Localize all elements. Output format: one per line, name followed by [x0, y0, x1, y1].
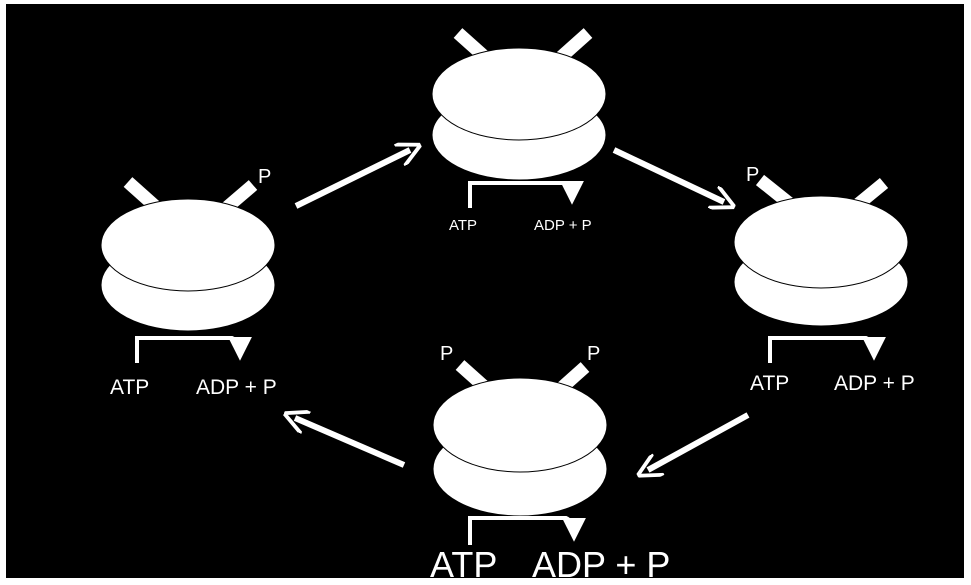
cycle-arrow-bottom-to-left	[295, 418, 406, 468]
reaction-arrow	[768, 336, 886, 363]
reaction-arrow	[135, 336, 252, 363]
atp-label: ATP	[750, 372, 789, 395]
atp-label: ATP	[430, 544, 497, 585]
products-label: ADP + P	[534, 217, 592, 234]
protein-state-left: P ATP ADP + P	[100, 166, 277, 399]
phosphate-label-left: P	[440, 343, 453, 365]
protein-state-right: P ATP ADP + P	[733, 164, 915, 395]
phosphate-label-right: P	[258, 166, 271, 188]
side-chain-right	[555, 28, 593, 63]
products-label: ADP + P	[834, 372, 915, 395]
protein-upper-lobe	[432, 377, 608, 473]
products-label: ADP + P	[532, 544, 670, 585]
cycle-arrow-top-to-right	[612, 147, 724, 202]
cycle-arrow-left-to-top	[294, 150, 410, 209]
protein-upper-lobe	[100, 198, 276, 292]
cycle-arrow-right-to-bottom	[648, 412, 750, 470]
atp-label: ATP	[110, 376, 149, 399]
protein-state-top: ATP ADP + P	[431, 28, 607, 234]
phosphate-label-right: P	[587, 343, 600, 365]
reaction-arrow	[468, 180, 584, 208]
products-label: ADP + P	[196, 376, 277, 399]
reaction-arrow	[468, 516, 586, 545]
protein-state-bottom: P P ATP ADP + P	[430, 343, 670, 585]
protein-upper-lobe	[431, 47, 607, 141]
atp-label: ATP	[449, 217, 477, 234]
phosphate-label-left: P	[746, 164, 759, 186]
protein-upper-lobe	[733, 195, 909, 289]
